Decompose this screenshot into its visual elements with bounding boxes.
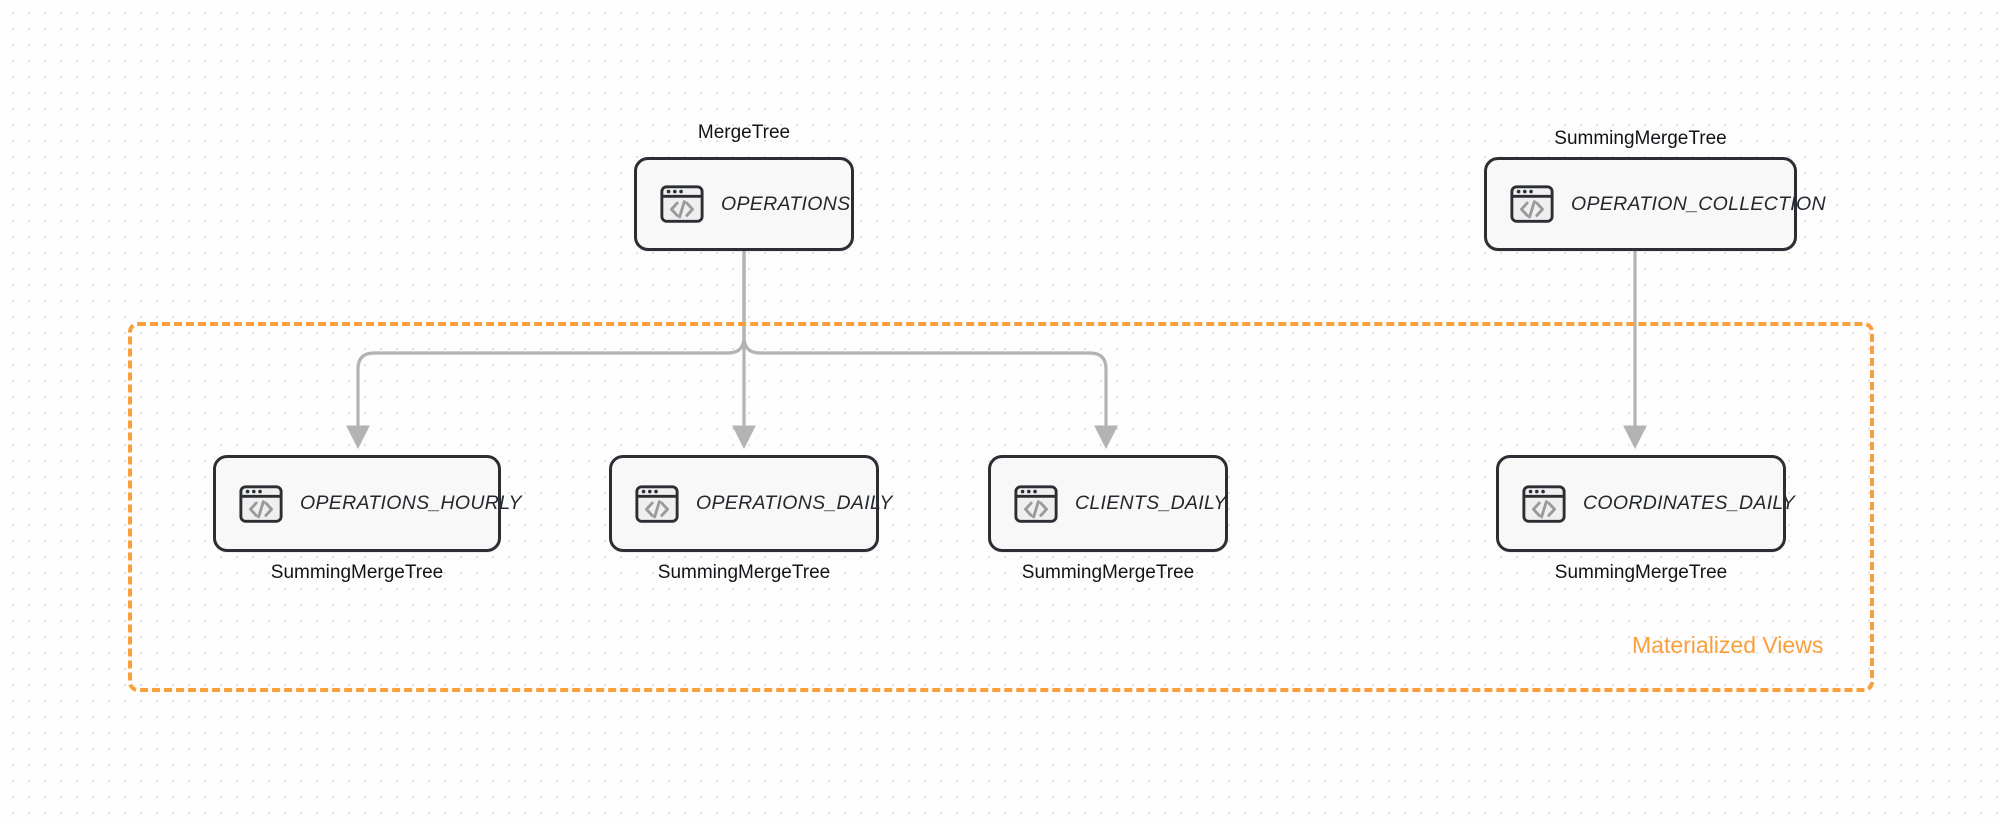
- node-label-clients-daily: CLIENTS_DAILY: [1075, 492, 1227, 514]
- engine-label-operations-hourly: SummingMergeTree: [270, 562, 444, 583]
- engine-label-coordinates-daily: SummingMergeTree: [1554, 562, 1728, 583]
- node-operations-hourly[interactable]: OPERATIONS_HOURLY: [213, 455, 522, 552]
- code-window-icon: [660, 185, 704, 223]
- code-window-icon: [1510, 185, 1554, 223]
- engine-label-clients-daily: SummingMergeTree: [1021, 562, 1195, 583]
- code-window-icon: [1014, 484, 1058, 523]
- node-clients-daily[interactable]: CLIENTS_DAILY: [988, 455, 1228, 552]
- code-window-icon: [635, 484, 679, 523]
- engine-label-operations: MergeTree: [697, 122, 791, 143]
- node-label-operations: OPERATIONS: [721, 192, 851, 215]
- node-label-operation-collection: OPERATION_COLLECTION: [1571, 192, 1826, 215]
- node-label-operations-daily: OPERATIONS_DAILY: [696, 492, 893, 514]
- node-label-coordinates-daily: COORDINATES_DAILY: [1583, 492, 1796, 514]
- engine-label-operations-daily: SummingMergeTree: [657, 562, 831, 583]
- node-operations-daily[interactable]: OPERATIONS_DAILY: [609, 455, 892, 552]
- materialized-views-group: [128, 322, 1874, 692]
- node-operations[interactable]: OPERATIONS: [634, 157, 854, 251]
- node-operation-collection[interactable]: OPERATION_COLLECTION: [1484, 157, 1826, 251]
- materialized-views-group-label: Materialized Views: [1632, 632, 1824, 658]
- node-label-operations-hourly: OPERATIONS_HOURLY: [300, 492, 522, 514]
- engine-label-operation-collection: SummingMergeTree: [1554, 128, 1727, 149]
- node-coordinates-daily[interactable]: COORDINATES_DAILY: [1496, 455, 1795, 552]
- code-window-icon: [1522, 484, 1566, 523]
- code-window-icon: [239, 484, 283, 523]
